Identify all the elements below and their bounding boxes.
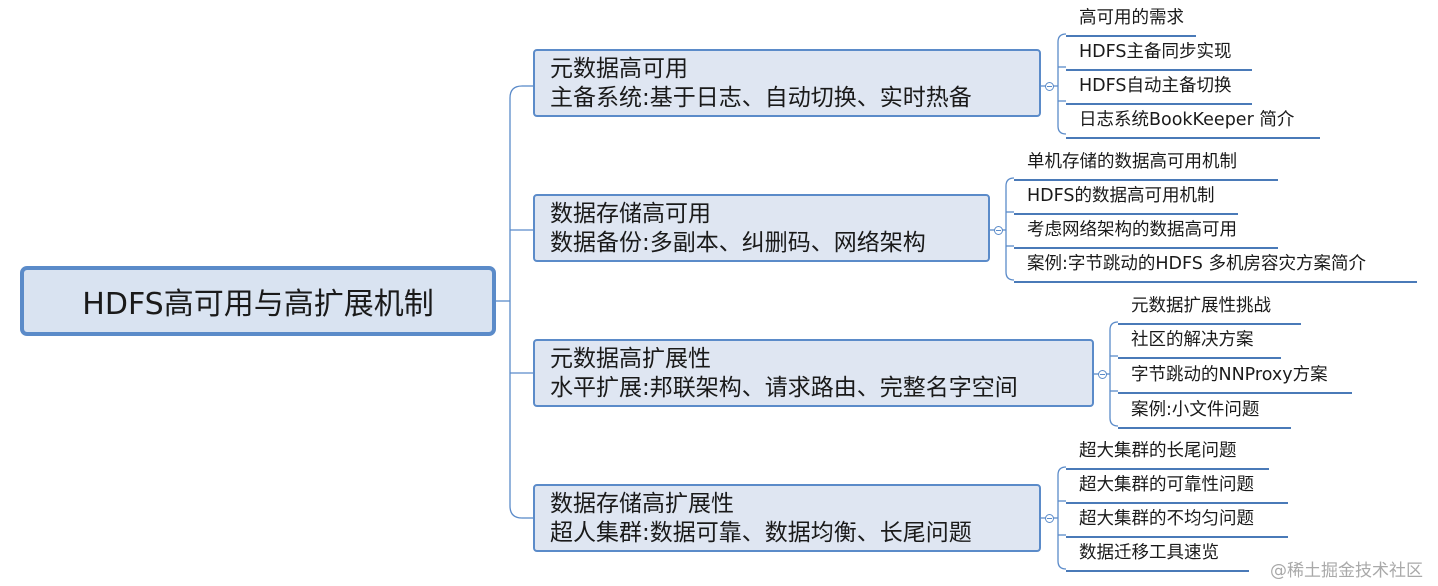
branch-metadata-scale[interactable]: 元数据高扩展性 水平扩展:邦联架构、请求路由、完整名字空间 bbox=[533, 339, 1094, 407]
branch-storage-ha[interactable]: 数据存储高可用 数据备份:多副本、纠删码、网络架构 bbox=[533, 194, 990, 262]
watermark: @稀土掘金技术社区 bbox=[1270, 561, 1423, 581]
leaf-node[interactable]: HDFS的数据高可用机制 bbox=[1014, 182, 1238, 215]
collapse-icon[interactable] bbox=[1098, 370, 1107, 379]
branch-title: 数据存储高扩展性 bbox=[550, 491, 734, 517]
leaf-node[interactable]: 超大集群的长尾问题 bbox=[1066, 437, 1269, 470]
leaf-node[interactable]: 超大集群的可靠性问题 bbox=[1066, 471, 1288, 504]
root-node[interactable]: HDFS高可用与高扩展机制 bbox=[20, 266, 496, 336]
leaf-node[interactable]: HDFS自动主备切换 bbox=[1066, 72, 1252, 105]
branch-title: 元数据高可用 bbox=[550, 56, 688, 82]
branch-subtitle: 主备系统:基于日志、自动切换、实时热备 bbox=[550, 85, 972, 111]
leaf-node[interactable]: 案例:小文件问题 bbox=[1118, 396, 1291, 429]
branch-subtitle: 水平扩展:邦联架构、请求路由、完整名字空间 bbox=[550, 375, 1018, 401]
leaf-node[interactable]: 超大集群的不均匀问题 bbox=[1066, 505, 1288, 538]
leaf-node[interactable]: 字节跳动的NNProxy方案 bbox=[1118, 361, 1352, 394]
leaf-node[interactable]: 单机存储的数据高可用机制 bbox=[1014, 148, 1278, 181]
branch-storage-scale[interactable]: 数据存储高扩展性 超人集群:数据可靠、数据均衡、长尾问题 bbox=[533, 484, 1041, 552]
leaf-node[interactable]: 元数据扩展性挑战 bbox=[1118, 292, 1301, 325]
collapse-icon[interactable] bbox=[1045, 82, 1054, 91]
leaf-node[interactable]: HDFS主备同步实现 bbox=[1066, 38, 1252, 71]
root-node-label: HDFS高可用与高扩展机制 bbox=[82, 287, 434, 322]
leaf-node[interactable]: 数据迁移工具速览 bbox=[1066, 539, 1249, 572]
branch-subtitle: 超人集群:数据可靠、数据均衡、长尾问题 bbox=[550, 520, 972, 546]
leaf-node[interactable]: 日志系统BookKeeper 简介 bbox=[1066, 106, 1320, 139]
leaf-node[interactable]: 考虑网络架构的数据高可用 bbox=[1014, 216, 1278, 249]
branch-title: 元数据高扩展性 bbox=[550, 346, 711, 372]
branch-title: 数据存储高可用 bbox=[550, 201, 711, 227]
branch-subtitle: 数据备份:多副本、纠删码、网络架构 bbox=[550, 230, 926, 256]
collapse-icon[interactable] bbox=[994, 226, 1003, 235]
collapse-icon[interactable] bbox=[1045, 514, 1054, 523]
leaf-node[interactable]: 案例:字节跳动的HDFS 多机房容灾方案简介 bbox=[1014, 250, 1417, 283]
leaf-node[interactable]: 社区的解决方案 bbox=[1118, 326, 1281, 359]
branch-metadata-ha[interactable]: 元数据高可用 主备系统:基于日志、自动切换、实时热备 bbox=[533, 49, 1041, 117]
leaf-node[interactable]: 高可用的需求 bbox=[1066, 4, 1196, 37]
